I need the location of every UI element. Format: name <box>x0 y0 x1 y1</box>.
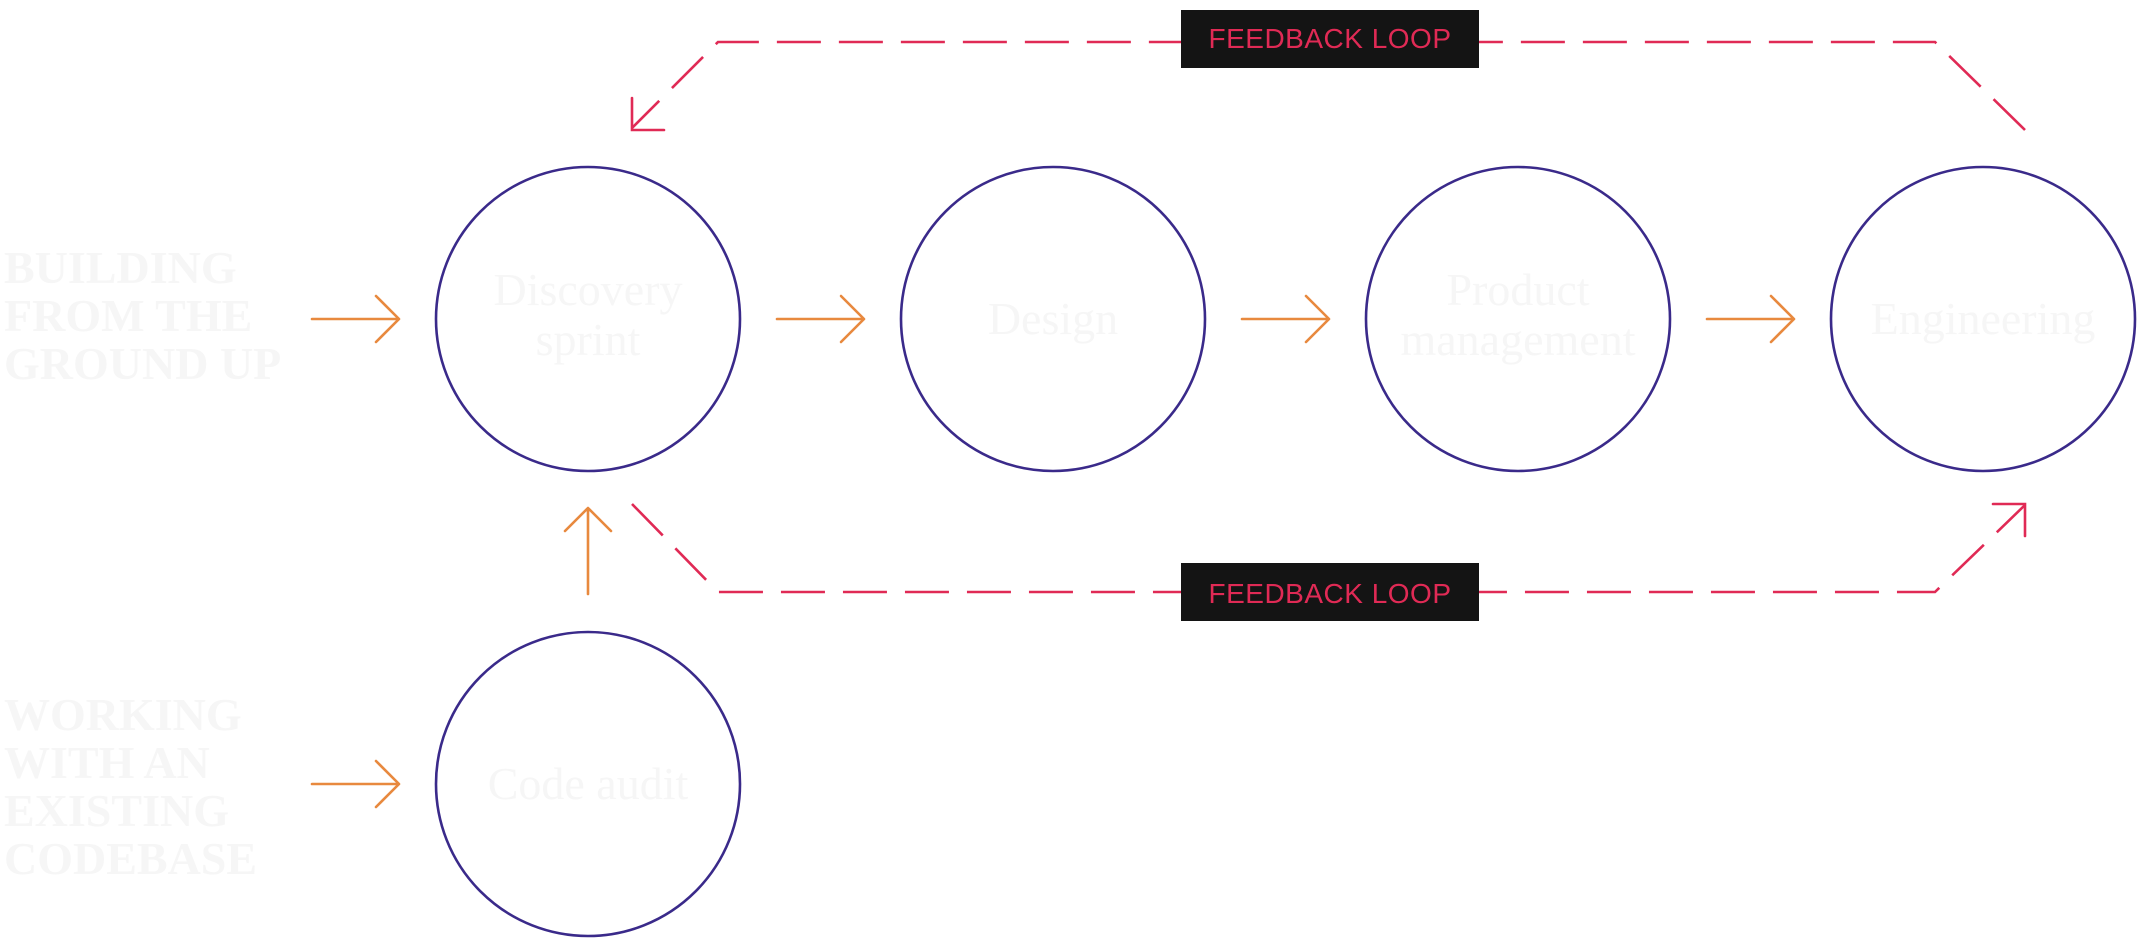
stage-product-management: Product management <box>1364 165 1672 473</box>
side-label-existing: WORKING WITH AN EXISTING CODEBASE <box>4 689 257 884</box>
side-label-existing-line-2: WITH AN <box>4 737 210 788</box>
stage-engineering-circle <box>1829 165 2137 473</box>
arrow-entry-building <box>310 294 401 344</box>
feedback-loop-top-arrowhead <box>630 96 666 132</box>
stage-discovery-sprint-circle <box>434 165 742 473</box>
stage-product-management-label-line-2: management <box>1400 314 1635 365</box>
stage-design: Design <box>899 165 1207 473</box>
side-label-existing-line-4: CODEBASE <box>4 833 257 884</box>
stage-engineering-label: Engineering <box>1871 293 2096 344</box>
side-label-building-line-1: BUILDING <box>4 242 237 293</box>
feedback-loop-bottom-badge <box>1181 563 1479 621</box>
stage-discovery-sprint-label-line-2: sprint <box>536 314 641 365</box>
side-label-building-line-3: GROUND UP <box>4 338 281 389</box>
side-label-existing-line-3: EXISTING <box>4 785 229 836</box>
feedback-loop-top-line <box>631 40 2026 131</box>
arrow-discovery-to-design <box>775 294 866 344</box>
stage-design-label: Design <box>988 293 1118 344</box>
stage-code-audit-circle <box>434 630 742 938</box>
stage-code-audit-label: Code audit <box>488 758 689 809</box>
arrow-design-to-product <box>1240 294 1331 344</box>
stage-product-management-circle <box>1364 165 1672 473</box>
feedback-loop-bottom: FEEDBACK LOOP <box>631 502 2027 621</box>
arrow-code-audit-to-discovery <box>563 506 613 596</box>
side-label-existing-line-1: WORKING <box>4 689 242 740</box>
arrow-entry-existing <box>310 759 401 809</box>
stage-code-audit: Code audit <box>434 630 742 938</box>
feedback-loop-bottom-line <box>631 503 2026 594</box>
stage-product-management-label-line-1: Product <box>1446 264 1589 315</box>
feedback-loop-bottom-arrowhead <box>1991 502 2027 538</box>
stage-engineering: Engineering <box>1829 165 2137 473</box>
feedback-loop-top: FEEDBACK LOOP <box>630 10 2026 132</box>
feedback-loop-top-label: FEEDBACK LOOP <box>1208 23 1451 54</box>
side-label-building: BUILDING FROM THE GROUND UP <box>4 242 281 389</box>
stage-design-circle <box>899 165 1207 473</box>
feedback-loop-top-badge <box>1181 10 1479 68</box>
arrow-product-to-engineering <box>1705 294 1796 344</box>
stage-discovery-sprint-label-line-1: Discovery <box>493 264 682 315</box>
feedback-loop-bottom-label: FEEDBACK LOOP <box>1208 578 1451 609</box>
stage-discovery-sprint: Discovery sprint <box>434 165 742 473</box>
side-label-building-line-2: FROM THE <box>4 290 252 341</box>
